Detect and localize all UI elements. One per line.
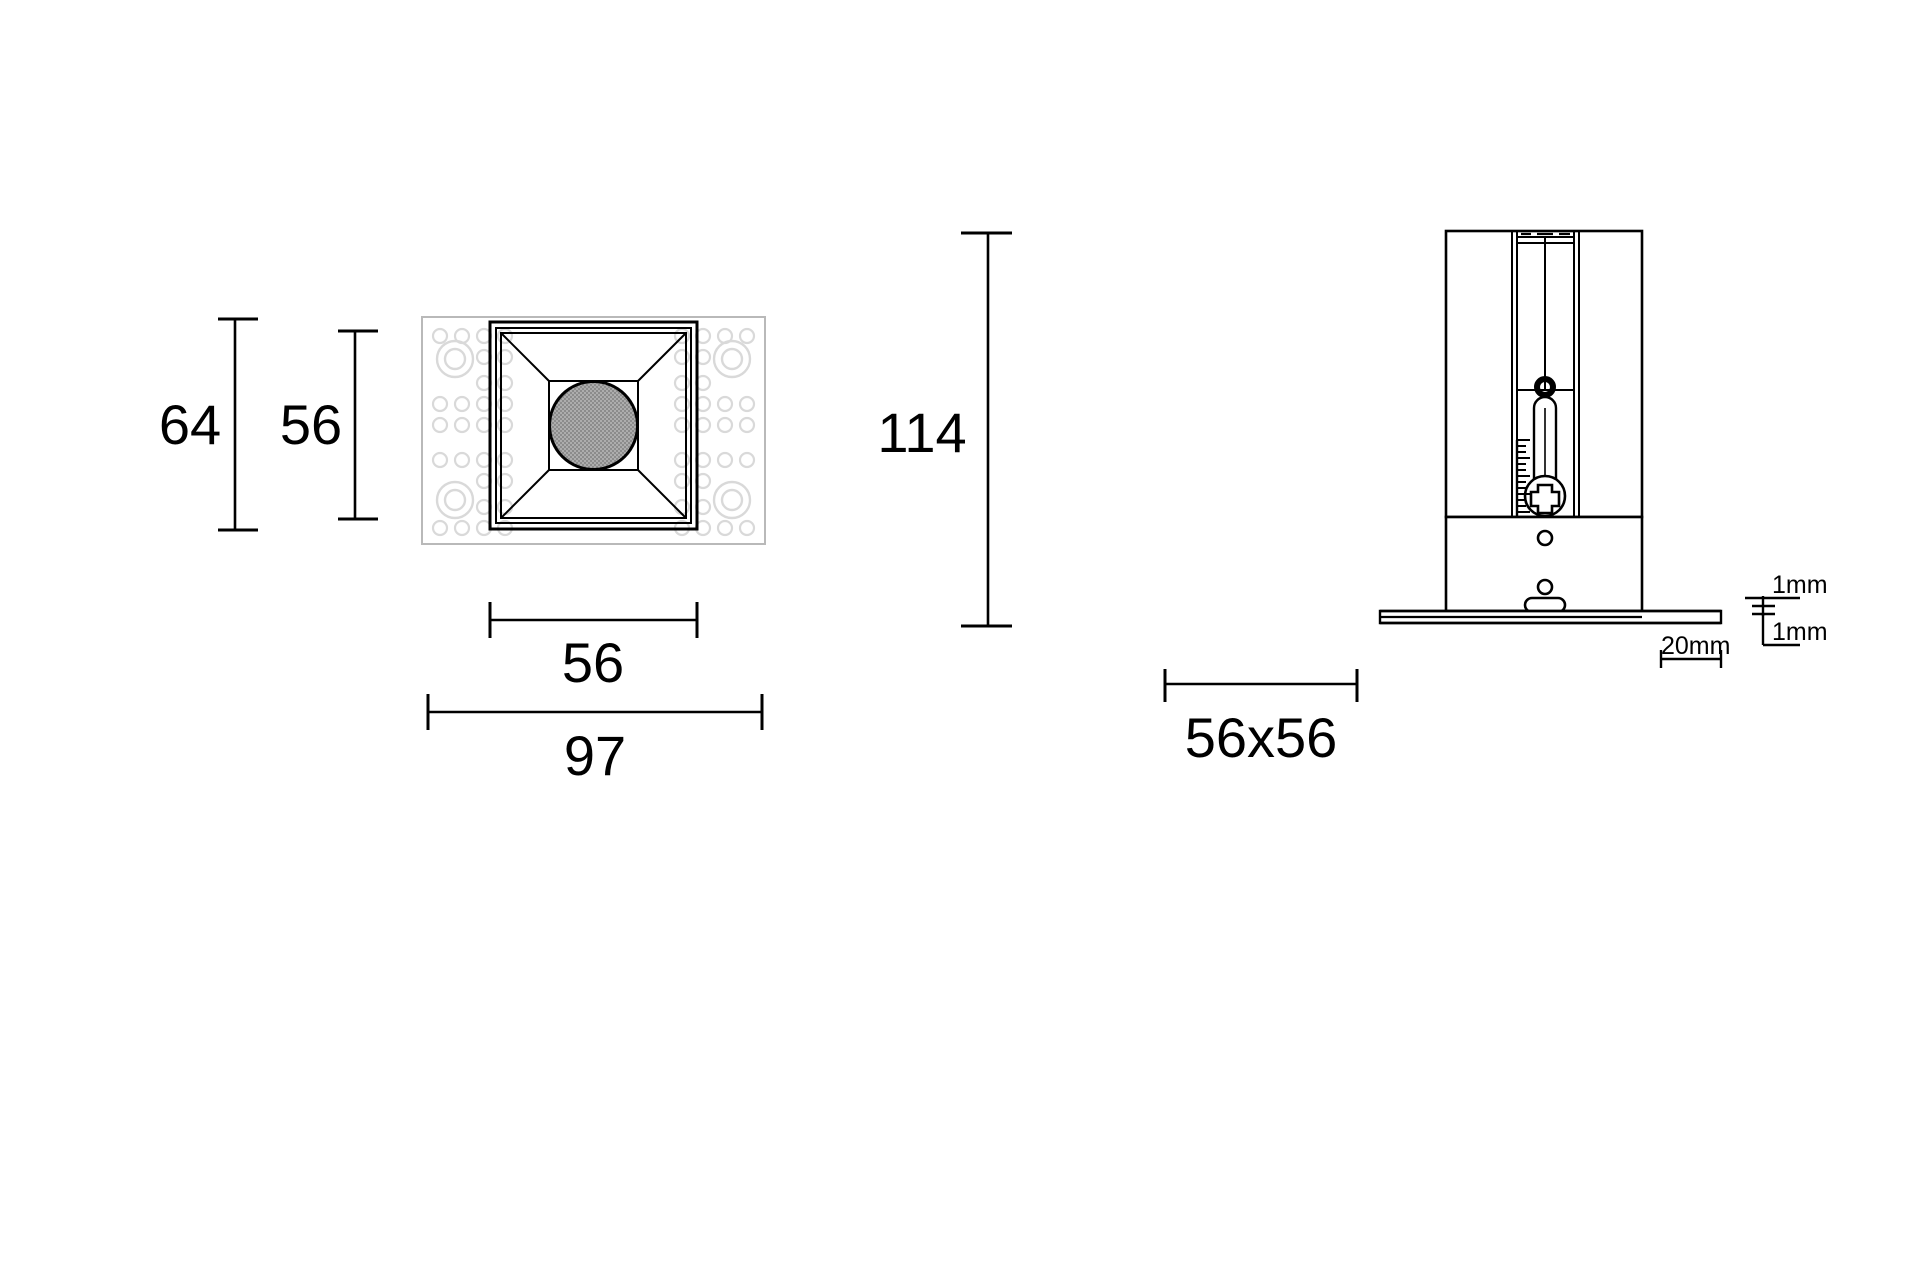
screw-head bbox=[1523, 474, 1567, 518]
section-view-group: 114 bbox=[877, 229, 1828, 769]
dimension-label-64: 64 bbox=[159, 393, 221, 456]
scale-ruler-ticks bbox=[1515, 439, 1530, 517]
fixture-lower-housing bbox=[1444, 515, 1644, 613]
dimension-20mm-group bbox=[1659, 650, 1723, 668]
trim-outer-frame-inner-line bbox=[495, 327, 692, 524]
dimension-label-114: 114 bbox=[877, 401, 966, 464]
dimension-56-horizontal-group bbox=[488, 602, 699, 638]
aperture-extension-lines bbox=[1165, 623, 1357, 669]
housing-hole-lower bbox=[1536, 578, 1554, 596]
pivot-hole bbox=[1534, 376, 1556, 398]
dimension-label-56-horizontal: 56 bbox=[562, 631, 624, 694]
fixture-spring-bracket bbox=[1516, 236, 1575, 391]
texture-dot-cluster-left bbox=[431, 327, 514, 537]
dimension-56x56-group bbox=[1163, 669, 1359, 702]
detail-1mm-lower bbox=[1761, 614, 1800, 647]
cone-bevel-lines bbox=[500, 332, 687, 519]
dimension-label-56-vertical: 56 bbox=[280, 393, 342, 456]
plan-view-group: 64 56 56 97 bbox=[159, 316, 766, 787]
dimension-64-group bbox=[218, 317, 258, 532]
dimension-97-group bbox=[426, 694, 764, 730]
trim-outer-frame bbox=[488, 320, 699, 531]
dimension-label-20mm: 20mm bbox=[1661, 632, 1730, 660]
trim-bevel-start bbox=[500, 332, 687, 519]
ceiling-board-texture bbox=[422, 317, 765, 544]
dimension-56-vertical-group bbox=[338, 329, 378, 521]
dimension-label-56x56: 56x56 bbox=[1185, 706, 1338, 769]
detail-label-1mm-lower: 1mm bbox=[1772, 618, 1828, 646]
ceiling-board-outline bbox=[421, 316, 766, 545]
dimension-114-group bbox=[961, 231, 1012, 628]
detail-label-1mm-upper: 1mm bbox=[1772, 571, 1828, 599]
lamp-aperture-circle bbox=[548, 380, 639, 471]
dimension-label-97: 97 bbox=[564, 724, 626, 787]
detail-1mm-upper bbox=[1745, 596, 1800, 616]
housing-hole-upper bbox=[1536, 529, 1554, 547]
